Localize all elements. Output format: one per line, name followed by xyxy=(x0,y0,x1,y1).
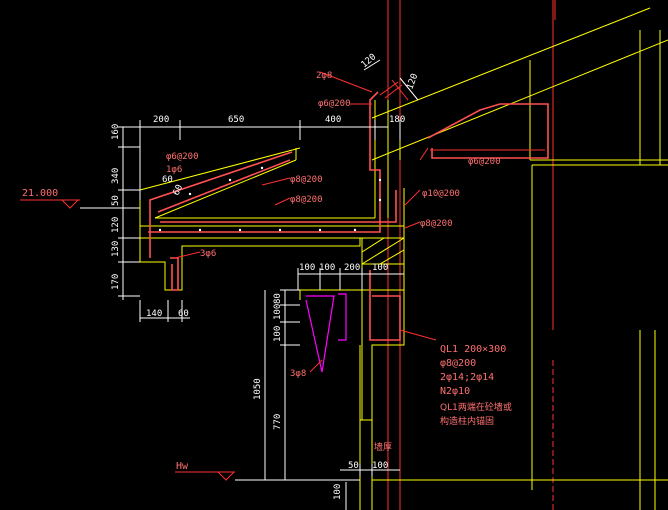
dim-left-340: 340 xyxy=(111,168,121,184)
dim-roof-120a: 120 xyxy=(360,52,379,70)
rebar-1phi6: 1φ6 xyxy=(166,165,182,175)
dim-top-400: 400 xyxy=(325,115,341,125)
dim-left-120: 120 xyxy=(111,217,121,233)
dim-left-170: 170 xyxy=(111,274,121,290)
dim-lower-100a: 100 xyxy=(372,461,388,471)
rebar-phi6-200-top: φ6@200 xyxy=(318,99,351,109)
beam-note-line2: φ8@200 xyxy=(440,358,476,369)
dim-lower-100b: 100 xyxy=(333,484,343,500)
rebar-2phi8: 2φ8 xyxy=(316,71,332,81)
dim-beam-left-100b: 100 xyxy=(273,326,283,342)
dim-lower-note: 墙厚 xyxy=(374,441,392,453)
rebar-labels: 21.000 Hw 2φ8 φ6@200 φ6@200 1φ6 φ8@200 φ… xyxy=(22,71,501,472)
dim-beam-top-200: 200 xyxy=(344,263,360,273)
rebar-phi10-200: φ10@200 xyxy=(422,189,460,199)
beam-note: QL1 200×300 φ8@200 2φ14;2φ14 N2φ10 QL1两端… xyxy=(440,344,512,427)
dimension-text: 200 650 400 180 160 340 50 120 130 170 1… xyxy=(111,52,420,500)
dim-beam-top-100a: 100 xyxy=(299,263,315,273)
beam-note-line1: QL1 200×300 xyxy=(440,344,506,355)
dim-inset-60a: 60 xyxy=(162,175,173,185)
dim-beam-top-100b: 100 xyxy=(319,263,335,273)
beam-note-line4: N2φ10 xyxy=(440,386,470,397)
dim-beam-left-80: 80 xyxy=(273,293,283,304)
hw-label: Hw xyxy=(176,461,189,472)
rebar-3phi6: 3φ6 xyxy=(200,249,216,259)
dim-inset-60b: 60 xyxy=(172,183,186,197)
beam-note-line6: 构造柱内锚固 xyxy=(440,415,494,427)
elevation-label: 21.000 xyxy=(22,188,58,199)
dim-bottom-60: 60 xyxy=(178,309,189,319)
rebar-phi8-200-b: φ8@200 xyxy=(290,195,323,205)
rebar-phi6-200-left: φ6@200 xyxy=(166,152,199,162)
dim-wall-770: 770 xyxy=(273,414,283,430)
beam-note-line3: 2φ14;2φ14 xyxy=(440,372,494,383)
rebar-3phi8: 3φ8 xyxy=(290,369,306,379)
cornice-outline xyxy=(139,100,668,510)
rebar-phi8-200-c: φ8@200 xyxy=(420,219,453,229)
dim-left-130: 130 xyxy=(111,241,121,257)
dim-top-180: 180 xyxy=(389,115,405,125)
dimension-lines xyxy=(20,59,437,510)
dim-top-200: 200 xyxy=(153,115,169,125)
dim-roof-120b: 120 xyxy=(405,72,420,91)
dim-left-160: 160 xyxy=(111,124,121,140)
rebar-phi6-200-roof: φ6@200 xyxy=(468,157,501,167)
dim-beam-left-100a: 100 xyxy=(273,304,283,320)
dim-top-650: 650 xyxy=(228,115,244,125)
dim-left-50: 50 xyxy=(111,195,121,206)
dim-wall-1050: 1050 xyxy=(253,378,263,400)
roof-rebar xyxy=(379,79,549,159)
dim-beam-top-100c: 100 xyxy=(372,263,388,273)
dim-bottom-140: 140 xyxy=(146,309,162,319)
rebar-phi8-200-a: φ8@200 xyxy=(290,175,323,185)
beam-note-line5: QL1两端在砼墙或 xyxy=(440,401,512,413)
dim-lower-50: 50 xyxy=(348,461,359,471)
